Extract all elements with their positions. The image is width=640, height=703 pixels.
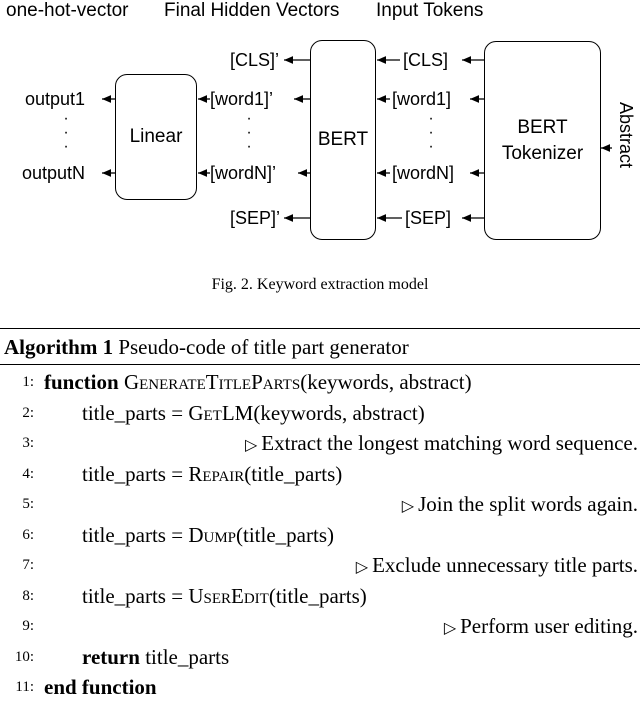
comment-triangle-icon: ▷ [401, 498, 419, 515]
algorithm-code: function GenerateTitleParts(keywords, ab… [44, 370, 472, 394]
keyword-extraction-figure: one-hot-vector Final Hidden Vectors Inpu… [0, 0, 640, 310]
input-sep-token: [SEP] [405, 208, 452, 228]
bert-box: BERT [310, 40, 376, 240]
algorithm-line: 9: ▷ Perform user editing. [0, 611, 640, 642]
input-wordn-token: [wordN] [392, 163, 455, 183]
algorithm-code: title_parts = GetLM(keywords, abstract) [82, 400, 425, 425]
line-number: 1: [22, 374, 34, 390]
tokenizer-label-line1: BERT [517, 116, 568, 138]
algorithm-line: 5: ▷ Join the split words again. [0, 489, 640, 520]
algorithm-title-text: Pseudo-code of title part generator [118, 335, 409, 359]
figure-arrows [102, 56, 612, 222]
algorithm-comment: ▷ Perform user editing. [444, 614, 638, 639]
comment-text: Join the split words again. [418, 492, 638, 516]
comment-text: Extract the longest matching word sequen… [261, 431, 638, 455]
hidden-cls-token: [CLS]’ [230, 50, 280, 70]
algorithm-code: return title_parts [82, 644, 230, 669]
line-number: 4: [22, 465, 34, 482]
algorithm-line: 3: ▷ Extract the longest matching word se… [0, 428, 640, 459]
algorithm-line: 7: ▷ Exclude unnecessary title parts. [0, 550, 640, 581]
header-one-hot-vector: one-hot-vector [6, 0, 129, 21]
hidden-wordn-token: [wordN]’ [210, 163, 277, 183]
line-number: 10: [14, 648, 34, 665]
algorithm-line: 10: return title_parts [0, 642, 640, 673]
input-cls-token: [CLS] [403, 50, 449, 70]
keyword: end function [44, 675, 157, 699]
algorithm-block: Algorithm 1 Pseudo-code of title part ge… [0, 328, 640, 703]
algorithm-line: 11: end function [0, 672, 640, 703]
algorithm-line: 4: title_parts = Repair(title_parts) [0, 459, 640, 490]
algorithm-line: 2: title_parts = GetLM(keywords, abstract… [0, 398, 640, 429]
linear-box: Linear [115, 74, 197, 200]
algorithm-line: 6: title_parts = Dump(title_parts) [0, 520, 640, 551]
output-dots: · · · [63, 110, 69, 155]
function-name: GetLM [188, 400, 254, 425]
input-dots: · · · [428, 110, 434, 155]
outputn-label: outputN [22, 163, 86, 183]
comment-text: Exclude unnecessary title parts. [372, 553, 638, 577]
line-number: 2: [22, 404, 34, 421]
algorithm-comment: ▷ Extract the longest matching word sequ… [245, 431, 638, 456]
line-number: 5: [22, 496, 34, 512]
algorithm-lines: 1: function GenerateTitleParts(keywords, … [0, 365, 640, 703]
line-number: 9: [22, 618, 34, 634]
hidden-sep-token: [SEP]’ [230, 208, 281, 228]
header-input-tokens: Input Tokens [376, 0, 484, 21]
algorithm-top-rule [0, 328, 640, 329]
hidden-word1-token: [word1]’ [210, 89, 274, 109]
comment-triangle-icon: ▷ [443, 620, 461, 637]
tokenizer-label-line2: Tokenizer [501, 142, 584, 164]
function-name: GenerateTitleParts [123, 370, 301, 394]
algorithm-title: Algorithm 1 Pseudo-code of title part ge… [0, 329, 640, 364]
algorithm-line: 8: title_parts = UserEdit(title_parts) [0, 581, 640, 612]
algorithm-comment: ▷ Join the split words again. [402, 492, 638, 517]
line-number: 6: [22, 526, 34, 543]
hidden-dots: · · · [246, 110, 252, 155]
algorithm-code: end function [44, 675, 157, 700]
input-word1-token: [word1] [392, 89, 452, 109]
line-number: 3: [22, 435, 34, 451]
algorithm-code: title_parts = UserEdit(title_parts) [82, 583, 367, 608]
algorithm-code: title_parts = Repair(title_parts) [82, 461, 343, 486]
keyword: function [44, 370, 119, 394]
abstract-label: Abstract [616, 102, 636, 169]
keyword: return [82, 644, 140, 669]
algorithm-comment: ▷ Exclude unnecessary title parts. [356, 553, 638, 578]
function-name: UserEdit [188, 583, 269, 608]
function-name: Repair [188, 461, 245, 486]
comment-text: Perform user editing. [460, 614, 638, 638]
bert-tokenizer-box: BERT Tokenizer [484, 41, 601, 240]
function-name: Dump [188, 522, 237, 547]
line-number: 7: [22, 557, 34, 573]
header-final-hidden-vectors: Final Hidden Vectors [164, 0, 340, 21]
algorithm-code: title_parts = Dump(title_parts) [82, 522, 334, 547]
figure-caption: Fig. 2. Keyword extraction model [211, 276, 429, 293]
algorithm-line: 1: function GenerateTitleParts(keywords, … [0, 367, 640, 398]
comment-triangle-icon: ▷ [244, 437, 262, 454]
algorithm-label: Algorithm 1 [4, 335, 114, 359]
comment-triangle-icon: ▷ [355, 559, 373, 576]
line-number: 11: [15, 679, 34, 695]
algorithm-header-rule [0, 364, 640, 365]
line-number: 8: [22, 587, 34, 604]
output1-label: output1 [25, 89, 86, 109]
